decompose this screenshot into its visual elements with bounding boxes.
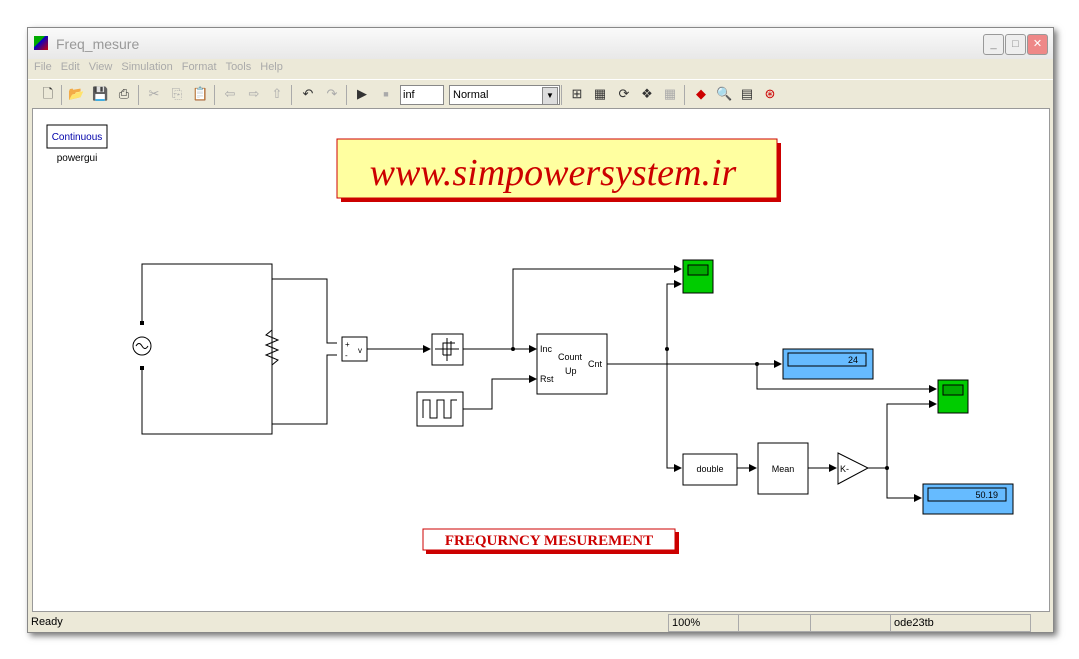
app-icon — [34, 36, 48, 50]
copy-icon[interactable]: ⎘ — [171, 86, 183, 101]
status-text: Ready — [31, 616, 63, 628]
signal-logging-icon[interactable]: ⊞ — [571, 86, 583, 101]
menu-view[interactable]: View — [88, 61, 113, 73]
display-frequency[interactable]: 50.19 — [922, 483, 1014, 515]
print-icon[interactable]: ⎙ — [118, 86, 130, 101]
save-icon[interactable]: 💾 — [92, 86, 109, 101]
counter-rst: Rst — [540, 374, 554, 384]
menu-format[interactable]: Format — [181, 61, 217, 73]
caption: FREQURNCY MESUREMENT — [422, 528, 679, 554]
scope-1[interactable] — [682, 259, 714, 294]
library-icon[interactable]: ❖ — [641, 86, 653, 101]
solver-name: ode23tb — [890, 614, 1031, 632]
vm-minus: - — [345, 351, 348, 360]
display-frequency-value: 50.19 — [975, 490, 998, 500]
scope-2[interactable] — [937, 379, 969, 414]
toolbar: 🗋 📂 💾 ⎙ ✂ ⎘ 📋 ⇦ ⇨ ⇧ ↶ ↷ ▶ ■ inf Normal▼ … — [28, 79, 1053, 108]
powergui-block[interactable]: Continuous powergui — [46, 124, 108, 164]
forward-icon[interactable]: ⇨ — [248, 86, 260, 101]
website-banner: www.simpowersystem.ir — [336, 138, 781, 202]
up-icon[interactable]: ⇧ — [271, 86, 283, 101]
menu-bar: File Edit View Simulation Format Tools Help — [28, 59, 1053, 77]
library-browser-icon[interactable]: ◆ — [696, 86, 706, 101]
powergui-label: Continuous — [52, 132, 103, 143]
status-bar: Ready 100% ode23tb — [28, 613, 1053, 632]
circuit-wires — [132, 263, 337, 435]
build-icon[interactable]: ▦ — [593, 86, 607, 101]
minimize-button[interactable]: _ — [983, 34, 1004, 55]
explorer-icon[interactable]: 🔍 — [716, 86, 733, 101]
caption-text: FREQURNCY MESUREMENT — [445, 533, 653, 549]
double-label: double — [696, 464, 723, 474]
redo-icon[interactable]: ↷ — [326, 86, 338, 101]
menu-help[interactable]: Help — [260, 61, 283, 73]
chevron-down-icon[interactable]: ▼ — [542, 87, 558, 105]
undo-icon[interactable]: ↶ — [302, 86, 314, 101]
sim-mode-value: Normal — [453, 89, 489, 101]
powergui-name: powergui — [57, 153, 98, 164]
counter-count: Count — [558, 352, 583, 362]
stop-time-input[interactable]: inf — [400, 85, 444, 105]
counter-cnt: Cnt — [588, 359, 603, 369]
stop-icon[interactable]: ■ — [383, 89, 389, 99]
maximize-button[interactable]: □ — [1005, 34, 1026, 55]
close-button[interactable]: ✕ — [1027, 34, 1048, 55]
open-icon[interactable]: 📂 — [68, 86, 85, 101]
counter-block[interactable]: Inc Rst Count Up Cnt — [536, 333, 608, 395]
update-diagram-icon[interactable]: ⟳ — [618, 86, 630, 101]
menu-simulation[interactable]: Simulation — [121, 61, 173, 73]
vm-plus: + — [345, 340, 350, 349]
paste-icon[interactable]: 📋 — [192, 86, 209, 101]
gain-block[interactable]: K- — [837, 452, 870, 485]
model-explorer-icon[interactable]: ▦ — [663, 86, 677, 101]
cut-icon[interactable]: ✂ — [148, 86, 160, 101]
window-title: Freq_mesure — [56, 36, 140, 52]
debug-icon[interactable]: ⊛ — [764, 86, 776, 101]
menu-edit[interactable]: Edit — [60, 61, 80, 73]
counter-up: Up — [565, 366, 577, 376]
mean-label: Mean — [772, 464, 795, 474]
banner-text: www.simpowersystem.ir — [370, 152, 737, 194]
display-count[interactable]: 24 — [782, 348, 874, 380]
mean-block[interactable]: Mean — [757, 442, 809, 495]
voltage-measurement-block[interactable]: + - v — [341, 336, 368, 362]
start-icon[interactable]: ▶ — [357, 86, 367, 101]
back-icon[interactable]: ⇦ — [224, 86, 236, 101]
counter-inc: Inc — [540, 344, 553, 354]
display-count-value: 24 — [848, 355, 858, 365]
simulation-mode-select[interactable]: Normal ▼ — [449, 85, 560, 105]
menu-file[interactable]: File — [34, 61, 52, 73]
title-bar: Freq_mesure _ □ ✕ — [28, 28, 1053, 59]
new-icon[interactable]: 🗋 — [42, 86, 54, 101]
gain-label: K- — [840, 464, 849, 474]
double-conversion-block[interactable]: double — [682, 453, 738, 486]
menu-tools[interactable]: Tools — [225, 61, 252, 73]
vm-v: v — [358, 346, 362, 355]
relay-block[interactable] — [431, 333, 464, 366]
pulse-generator-block[interactable] — [416, 391, 464, 427]
properties-icon[interactable]: ▤ — [740, 86, 754, 101]
